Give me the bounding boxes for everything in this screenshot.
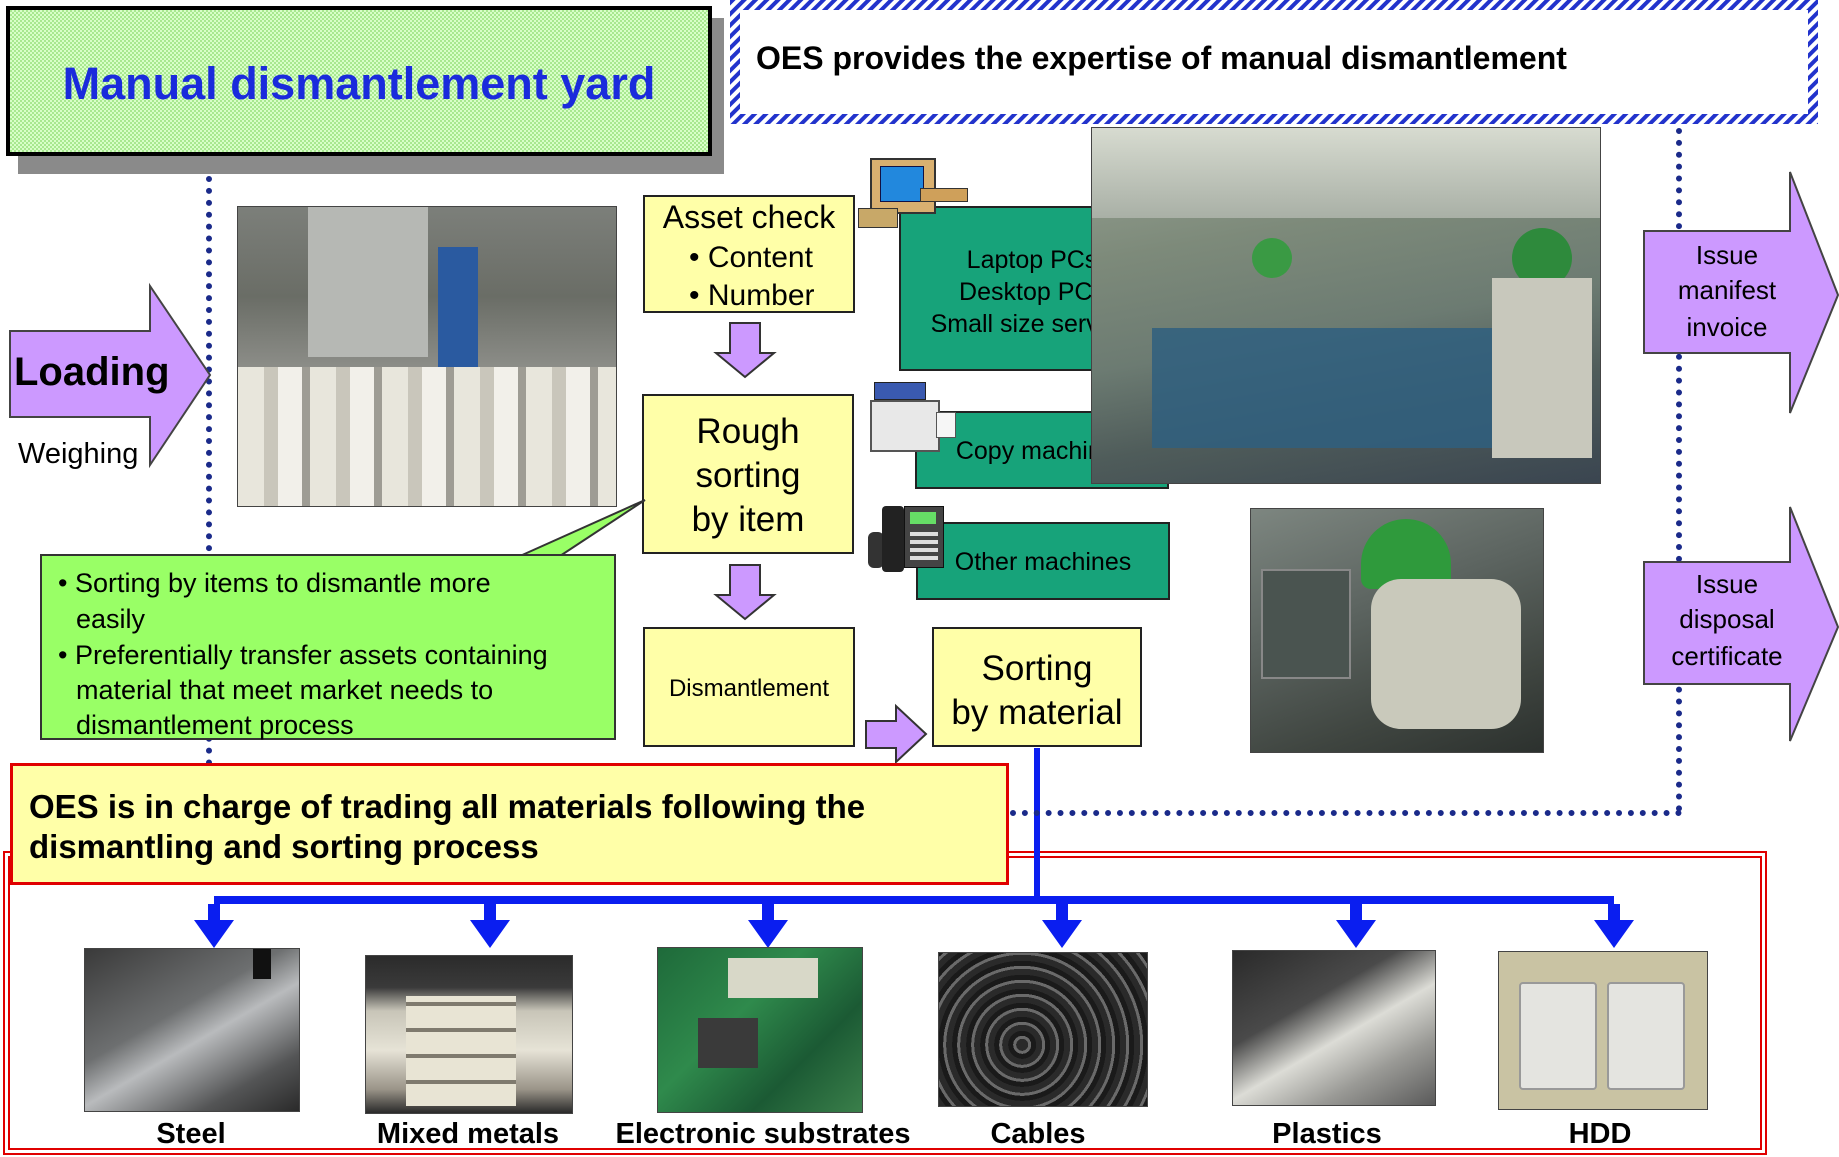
workshop-photo: [1091, 127, 1601, 484]
left-dotted-line: [206, 176, 212, 766]
asset-check-content: • Content: [689, 241, 813, 274]
telephone-icon: [868, 506, 948, 574]
yard-title-box: Manual dismantlement yard: [6, 6, 712, 156]
manifest-line2: manifest: [1677, 275, 1777, 305]
computers-laptop: Laptop PCs: [966, 246, 1098, 274]
manifest-line1: Issue: [1695, 240, 1759, 270]
sorting-material-box: Sorting by material: [932, 627, 1142, 747]
rough-sorting-box: Rough sorting by item: [642, 394, 854, 554]
steel-photo: [84, 948, 300, 1112]
material-cables-label: Cables: [990, 1118, 1086, 1150]
certificate-label: Issue disposal certificate: [1644, 569, 1810, 672]
right-dotted-line: [1676, 128, 1682, 812]
trading-note-line2: dismantling and sorting process: [29, 828, 539, 865]
other-machines-box: Other machines: [916, 522, 1170, 600]
asset-check-box: Asset check • Content • Number: [643, 195, 855, 313]
material-steel-label: Steel: [156, 1118, 226, 1150]
copy-machine-icon: [870, 382, 956, 456]
rough-sorting-line1: Rough: [696, 412, 800, 451]
plastics-photo: [1232, 950, 1436, 1106]
mixed-metals-photo: [365, 955, 573, 1114]
other-machines-label: Other machines: [954, 548, 1132, 576]
certificate-line2: disposal: [1679, 604, 1775, 634]
certificate-line3: certificate: [1671, 641, 1783, 671]
expertise-banner-text: OES provides the expertise of manual dis…: [756, 40, 1567, 76]
desktop-computer-icon: [858, 158, 978, 228]
computers-desktop: Desktop PCs: [959, 278, 1105, 306]
material-plastics-label: Plastics: [1272, 1118, 1382, 1150]
certificate-line1: Issue: [1695, 569, 1759, 599]
weighing-label: Weighing: [18, 438, 139, 470]
dismantlement-label: Dismantlement: [668, 675, 830, 702]
warehouse-photo: [237, 206, 617, 507]
dismantlement-box: Dismantlement: [643, 627, 855, 747]
rough-sorting-line3: by item: [691, 500, 805, 539]
callout-bullet2-l3: dismantlement process: [76, 710, 354, 740]
callout-box: • Sorting by items to dismantle more eas…: [40, 554, 616, 740]
yard-checker: [10, 10, 708, 152]
bottom-dotted-line: [1010, 810, 1682, 816]
material-substrates-label: Electronic substrates: [615, 1118, 911, 1150]
callout-bullet2-l1: • Preferentially transfer assets contain…: [58, 640, 548, 670]
cables-photo: [938, 952, 1148, 1107]
asset-check-number: • Number: [689, 279, 815, 312]
sorting-material-line2: by material: [951, 693, 1123, 732]
manifest-label: Issue manifest invoice: [1644, 240, 1810, 343]
hdd-photo: [1498, 951, 1708, 1110]
electronic-substrates-photo: [657, 947, 863, 1113]
material-mixed-metals-label: Mixed metals: [376, 1118, 560, 1150]
sorting-material-line1: Sorting: [981, 649, 1093, 688]
asset-check-title: Asset check: [662, 199, 836, 235]
trading-note-box: OES is in charge of trading all material…: [10, 763, 1009, 885]
worker-photo: [1250, 508, 1544, 753]
callout-bullet2-l2: material that meet market needs to: [76, 675, 494, 705]
rough-sorting-line2: sorting: [695, 456, 801, 495]
callout-bullet1-l2: easily: [76, 604, 146, 634]
manifest-line3: invoice: [1686, 312, 1768, 342]
callout-bullet1-l1: • Sorting by items to dismantle more: [58, 568, 491, 598]
yard-title-text: Manual dismantlement yard: [62, 58, 656, 109]
expertise-banner: OES provides the expertise of manual dis…: [730, 0, 1818, 124]
banner-hatch: [730, 0, 1818, 124]
material-flow-lines: [214, 748, 1614, 904]
loading-label: Loading: [14, 350, 170, 394]
trading-note-line1: OES is in charge of trading all material…: [29, 788, 866, 825]
material-hdd-label: HDD: [1568, 1118, 1632, 1150]
